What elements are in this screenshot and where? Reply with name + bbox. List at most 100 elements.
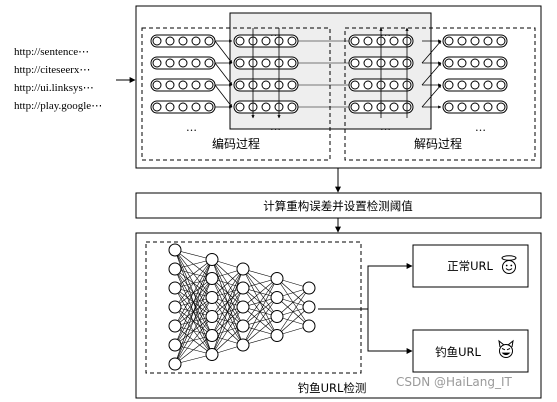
neuron (389, 58, 399, 68)
neuron (302, 319, 316, 333)
neuron (236, 319, 250, 333)
neuron (389, 80, 399, 90)
neuron (457, 58, 467, 68)
neuron (444, 102, 454, 112)
neuron (165, 36, 175, 46)
ellipsis: … (380, 120, 391, 133)
connection (211, 268, 244, 355)
neuron (191, 102, 201, 112)
connection (214, 84, 233, 108)
classifier-nodes (168, 243, 316, 371)
connection (174, 278, 213, 365)
neuron (205, 310, 219, 323)
connection (276, 306, 310, 336)
neuron (168, 300, 182, 314)
neuron (205, 272, 219, 285)
neuron (178, 58, 188, 68)
neuron (287, 102, 297, 112)
neuron (483, 36, 493, 46)
neuron (168, 319, 182, 333)
neuron (302, 300, 316, 314)
neuron (270, 291, 284, 304)
neuron (483, 58, 493, 68)
neuron (470, 58, 480, 68)
connection (211, 268, 244, 317)
connection (276, 287, 310, 336)
phishing-url-label: 钓鱼URL (435, 345, 481, 359)
neuron (205, 253, 219, 266)
ellipsis: … (475, 121, 486, 134)
neuron (204, 58, 214, 68)
neuron (287, 36, 297, 46)
neuron (444, 36, 454, 46)
neuron (389, 36, 399, 46)
neuron (496, 102, 506, 112)
neuron (165, 80, 175, 90)
connection (421, 40, 442, 64)
neuron (444, 80, 454, 90)
encode-label: 编码过程 (212, 136, 260, 151)
decoder-region (344, 27, 536, 161)
neuron (152, 80, 162, 90)
neuron (152, 36, 162, 46)
neuron (168, 281, 182, 295)
neuron (270, 329, 284, 342)
connection (174, 259, 213, 327)
ellipsis: … (186, 121, 197, 134)
connection (242, 278, 278, 346)
neuron (363, 102, 373, 112)
neuron (168, 338, 182, 352)
neuron (204, 102, 214, 112)
detection-box (135, 232, 542, 399)
autoencoder-connections (214, 27, 442, 119)
input-url: http://sentence⋯ (14, 46, 89, 58)
neuron (205, 348, 219, 361)
angel-smiley-icon (501, 255, 517, 274)
neuron (178, 102, 188, 112)
neuron (363, 80, 373, 90)
neuron (152, 102, 162, 112)
neuron (168, 243, 182, 257)
input-url-list: http://sentence⋯ http://citeseerx⋯ http:… (14, 46, 102, 112)
threshold-step-label: 计算重构误差并设置检测阈值 (263, 199, 413, 213)
neuron (350, 102, 360, 112)
neuron (236, 300, 250, 314)
connection (211, 268, 244, 298)
neuron (204, 36, 214, 46)
decode-label: 解码过程 (414, 136, 462, 151)
watermark: CSDN @HaiLang_IT (396, 375, 513, 389)
neuron (261, 36, 271, 46)
connection (174, 259, 213, 308)
connection (211, 268, 244, 336)
connection (242, 278, 278, 327)
neuron (191, 58, 201, 68)
threshold-step-box (135, 192, 542, 219)
branch-to-normal (367, 263, 413, 309)
neuron (457, 36, 467, 46)
neuron (350, 58, 360, 68)
neuron (496, 36, 506, 46)
neuron (389, 102, 399, 112)
connection (211, 287, 244, 355)
connection (276, 287, 310, 317)
neuron (350, 80, 360, 90)
connection (174, 335, 213, 365)
neuron (496, 58, 506, 68)
devil-smiley-icon (498, 339, 514, 358)
connection (242, 278, 278, 308)
detection-title: 钓鱼URL检测 (298, 381, 367, 395)
neuron (483, 102, 493, 112)
neuron (483, 80, 493, 90)
neuron (191, 80, 201, 90)
neuron (235, 36, 245, 46)
neuron (270, 310, 284, 323)
classifier-network-region (145, 241, 362, 374)
neuron (236, 338, 250, 352)
neuron (444, 58, 454, 68)
connection (174, 316, 213, 365)
connection (214, 40, 233, 64)
neuron (470, 80, 480, 90)
neuron (152, 58, 162, 68)
neuron (261, 102, 271, 112)
